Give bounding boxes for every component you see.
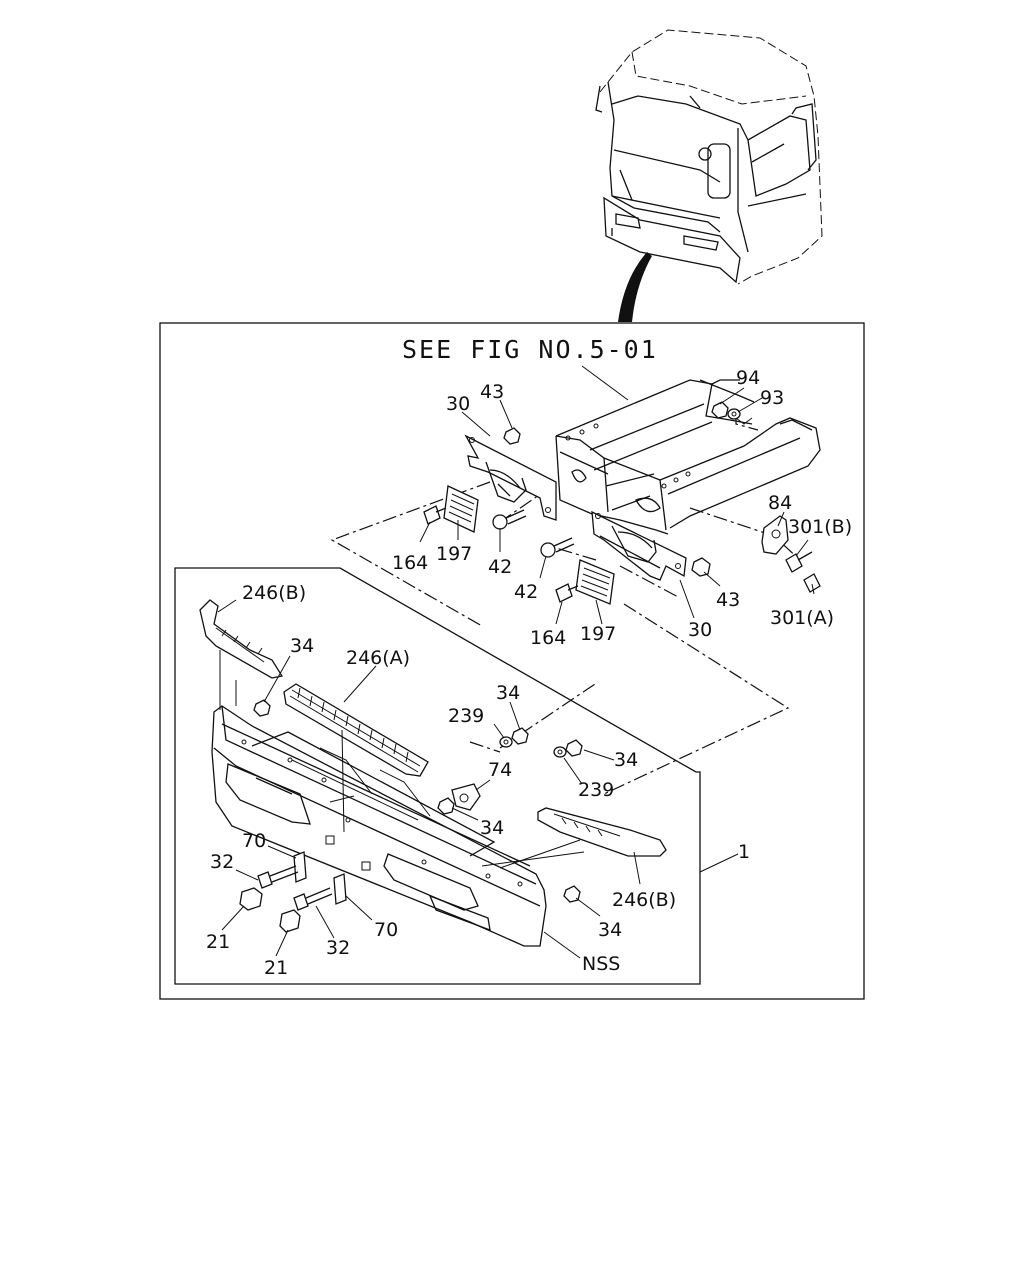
clip-164-left	[423, 505, 447, 525]
label-34-right-mid: 34	[614, 749, 638, 771]
bracket-70-left	[293, 851, 307, 883]
part-labels: 30 43 94 93 84 301(B) 301(A) 164 197 42 …	[206, 367, 852, 979]
label-197-right: 197	[580, 623, 616, 645]
label-164-right: 164	[530, 627, 566, 649]
chassis-frame	[555, 379, 821, 535]
bracket-70-right	[333, 873, 347, 905]
nut-34-right-mid	[565, 739, 583, 757]
label-30-top: 30	[446, 393, 470, 415]
grille-197-left	[443, 485, 479, 533]
label-34-mid: 34	[496, 682, 520, 704]
label-197-left: 197	[436, 543, 472, 565]
label-34-center: 34	[480, 817, 504, 839]
label-246b-bottom: 246(B)	[612, 889, 676, 911]
washer-93	[727, 408, 741, 420]
label-21-left: 21	[206, 931, 230, 953]
label-70-left: 70	[242, 830, 266, 852]
see-fig-reference: SEE FIG NO.5-01	[402, 335, 658, 364]
label-164-left: 164	[392, 552, 428, 574]
label-32-left: 32	[210, 851, 234, 873]
bolt-42-right	[540, 537, 575, 558]
nut-94	[711, 401, 729, 419]
label-246b-top: 246(B)	[242, 582, 306, 604]
front-bumper	[211, 705, 547, 947]
nut-43-top	[503, 427, 521, 445]
bolt-42-left	[492, 509, 527, 530]
bracket-right	[591, 510, 687, 581]
label-93: 93	[760, 387, 784, 409]
truck-cab	[595, 29, 823, 322]
label-32-right: 32	[326, 937, 350, 959]
tow-hook-84	[761, 515, 789, 555]
label-34-bottom: 34	[598, 919, 622, 941]
trim-246b-right	[537, 807, 667, 857]
outer-frame	[159, 322, 865, 1000]
bolt-301b	[785, 551, 813, 573]
label-301a: 301(A)	[770, 607, 834, 629]
label-84: 84	[768, 492, 792, 514]
label-42-right: 42	[514, 581, 538, 603]
label-21-right: 21	[264, 957, 288, 979]
cushion-21-left	[239, 887, 263, 911]
bolt-32-right	[293, 887, 333, 911]
bumper-group-frame	[174, 567, 701, 985]
cushion-21-right	[279, 909, 301, 933]
label-94: 94	[736, 367, 760, 389]
nut-34-center	[437, 797, 455, 815]
washer-239-lower	[553, 746, 567, 758]
label-43-top: 43	[480, 381, 504, 403]
label-42-left: 42	[488, 556, 512, 578]
clip-164-right	[555, 583, 579, 603]
grille-197-right	[575, 559, 615, 605]
nut-43-right	[691, 557, 711, 577]
nut-34-mid	[511, 727, 529, 745]
label-70-right: 70	[374, 919, 398, 941]
label-1: 1	[738, 841, 750, 863]
bracket-74	[451, 783, 481, 811]
label-30-right: 30	[688, 619, 712, 641]
bolt-32-left	[257, 865, 299, 889]
label-246a: 246(A)	[346, 647, 410, 669]
bracket-left	[464, 434, 557, 521]
bolt-301a	[803, 573, 821, 593]
trim-246a	[283, 683, 429, 777]
label-239-lower: 239	[578, 779, 614, 801]
leader-lines	[217, 387, 815, 959]
nut-34-upper	[253, 699, 271, 717]
washer-239-upper	[499, 736, 513, 748]
label-301b: 301(B)	[788, 516, 852, 538]
label-34-upper: 34	[290, 635, 314, 657]
label-74: 74	[488, 759, 512, 781]
label-239-upper: 239	[448, 705, 484, 727]
label-43-right: 43	[716, 589, 740, 611]
trim-246b-left	[199, 599, 284, 679]
label-nss: NSS	[582, 953, 620, 975]
